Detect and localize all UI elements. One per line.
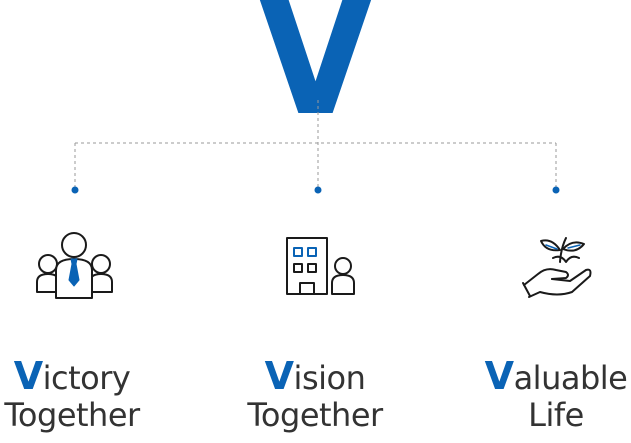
value-line-1: Victory [0, 357, 177, 397]
value-initial: V [264, 354, 294, 398]
value-word-rest: ictory [42, 359, 131, 397]
value-line-2: Life [528, 396, 584, 434]
value-word-rest: aluable [513, 359, 628, 397]
hand-plant-icon [522, 237, 592, 298]
node-dot-center [314, 186, 322, 194]
value-initial: V [13, 354, 43, 398]
building-person-icon [286, 237, 355, 295]
value-word-rest: ision [293, 359, 366, 397]
hero-letter: V [256, 0, 375, 153]
value-line-2: Together [247, 396, 383, 434]
value-line-2: Together [4, 396, 140, 434]
team-leader-icon [36, 232, 113, 299]
value-initial: V [484, 354, 514, 398]
value-vision-together: Vision Together [210, 357, 420, 434]
node-dot-left [71, 186, 79, 194]
value-line-1: Vision [210, 357, 420, 397]
value-victory-together: Victory Together [0, 357, 177, 434]
value-line-1: Valuable [451, 357, 631, 397]
value-valuable-life: Valuable Life [451, 357, 631, 434]
node-dot-right [552, 186, 560, 194]
connector-lines [74, 100, 557, 188]
